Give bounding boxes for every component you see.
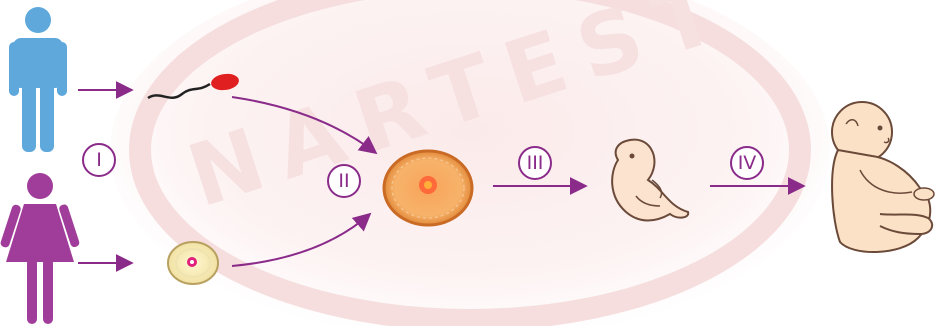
stage-label-iii: III [518,146,552,180]
baby-icon [832,102,934,252]
egg-cell-icon [168,242,218,284]
stage-label-i: I [82,143,116,177]
stage-label-ii: II [327,164,361,198]
male-figure-icon [9,7,67,152]
stage-label-iv: IV [730,146,764,180]
female-figure-icon [0,173,80,324]
zygote-cell-icon [384,151,472,225]
watermark: NARTEST [110,0,830,326]
